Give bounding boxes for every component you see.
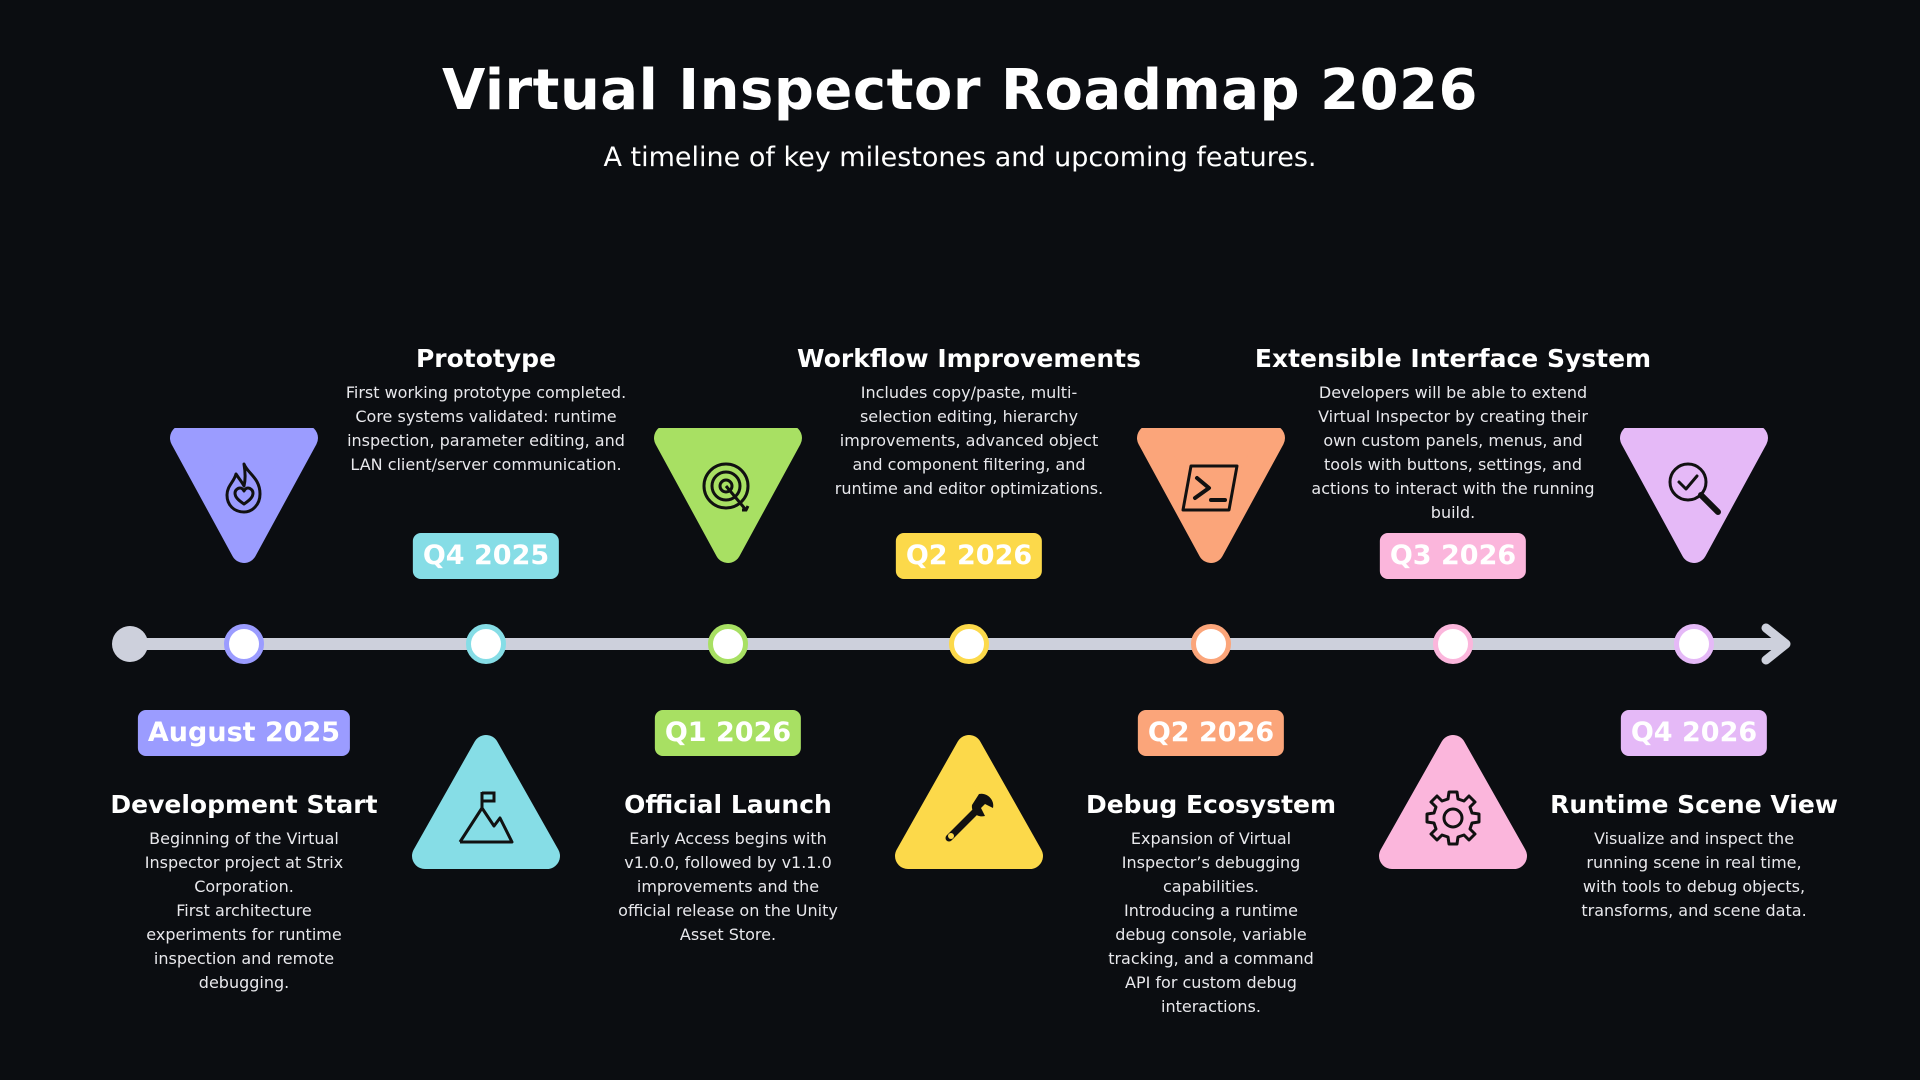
milestone-shape: [411, 734, 561, 874]
milestone-description: Beginning of the Virtual Inspector proje…: [144, 829, 344, 992]
milestone-title: Extensible Interface System: [1254, 344, 1652, 373]
magnifier-check-icon: [1668, 462, 1721, 515]
milestone-title: Development Start: [110, 790, 378, 819]
milestone-description: Includes copy/paste, multi- selection ed…: [834, 383, 1104, 498]
date-badge: Q2 2026: [1137, 710, 1285, 756]
timeline-node: [949, 624, 989, 664]
date-badge: Q1 2026: [654, 710, 802, 756]
milestone-description: First working prototype completed. Core …: [345, 383, 627, 474]
date-badge: August 2025: [137, 710, 351, 756]
timeline-arrow-icon: [1761, 623, 1791, 665]
milestone-shape: [169, 428, 319, 568]
date-badge: Q3 2026: [1379, 533, 1527, 579]
timeline-node: [1433, 624, 1473, 664]
milestone-description: Expansion of Virtual Inspector’s debuggi…: [1108, 829, 1314, 1016]
timeline-node: [224, 624, 264, 664]
terminal-icon: [1181, 464, 1239, 512]
wrench-icon: [945, 793, 994, 842]
milestone-title: Official Launch: [624, 790, 832, 819]
mountain-flag-icon: [458, 791, 514, 844]
timeline-node: [1674, 624, 1714, 664]
timeline-node: [1191, 624, 1231, 664]
timeline-start-dot: [112, 626, 148, 662]
target-icon: [702, 462, 750, 512]
milestone-shape: [1619, 428, 1769, 568]
milestone-shape: [653, 428, 803, 568]
timeline-node: [466, 624, 506, 664]
page-subtitle: A timeline of key milestones and upcomin…: [603, 142, 1317, 173]
milestone-title: Runtime Scene View: [1550, 790, 1838, 819]
timeline-node: [708, 624, 748, 664]
flame-heart-icon: [225, 462, 262, 514]
milestone-description: Early Access begins with v1.0.0, followe…: [618, 829, 838, 944]
date-badge: Q2 2026: [895, 533, 1043, 579]
date-badge: Q4 2025: [412, 533, 560, 579]
milestone-shape: [894, 734, 1044, 874]
milestone-title: Debug Ecosystem: [1085, 790, 1337, 819]
milestone-description: Visualize and inspect the running scene …: [1581, 829, 1807, 920]
gear-icon: [1425, 790, 1481, 846]
milestone-title: Workflow Improvements: [797, 344, 1141, 373]
milestone-title: Prototype: [415, 344, 557, 373]
milestone-shape: [1378, 734, 1528, 874]
milestone-description: Developers will be able to extend Virtua…: [1311, 383, 1595, 522]
page-title: Virtual Inspector Roadmap 2026: [442, 58, 1478, 123]
milestone-shape: [1136, 428, 1286, 568]
date-badge: Q4 2026: [1620, 710, 1768, 756]
